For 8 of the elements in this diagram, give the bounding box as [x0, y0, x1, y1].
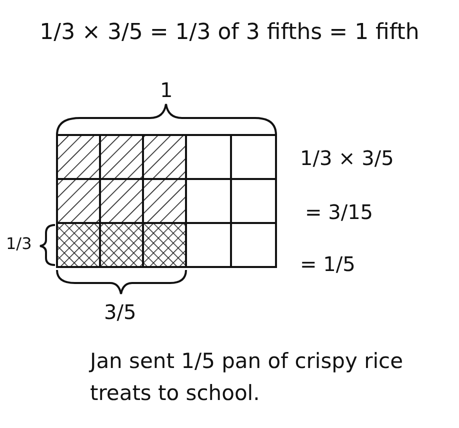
- equation-step: = 3/15: [305, 200, 374, 224]
- equation-title: 1/3 × 3/5 = 1/3 of 3 fifths = 1 fifth: [38, 20, 420, 45]
- equation-step: = 1/5: [300, 252, 356, 276]
- fraction-label: 1/3: [6, 234, 32, 253]
- fraction-label: 1: [160, 78, 173, 102]
- caption: Jan sent 1/5 pan of crispy rice treats to school.: [90, 348, 404, 407]
- equation-step: 1/3 × 3/5: [300, 146, 394, 170]
- fraction-label: 3/5: [104, 300, 136, 324]
